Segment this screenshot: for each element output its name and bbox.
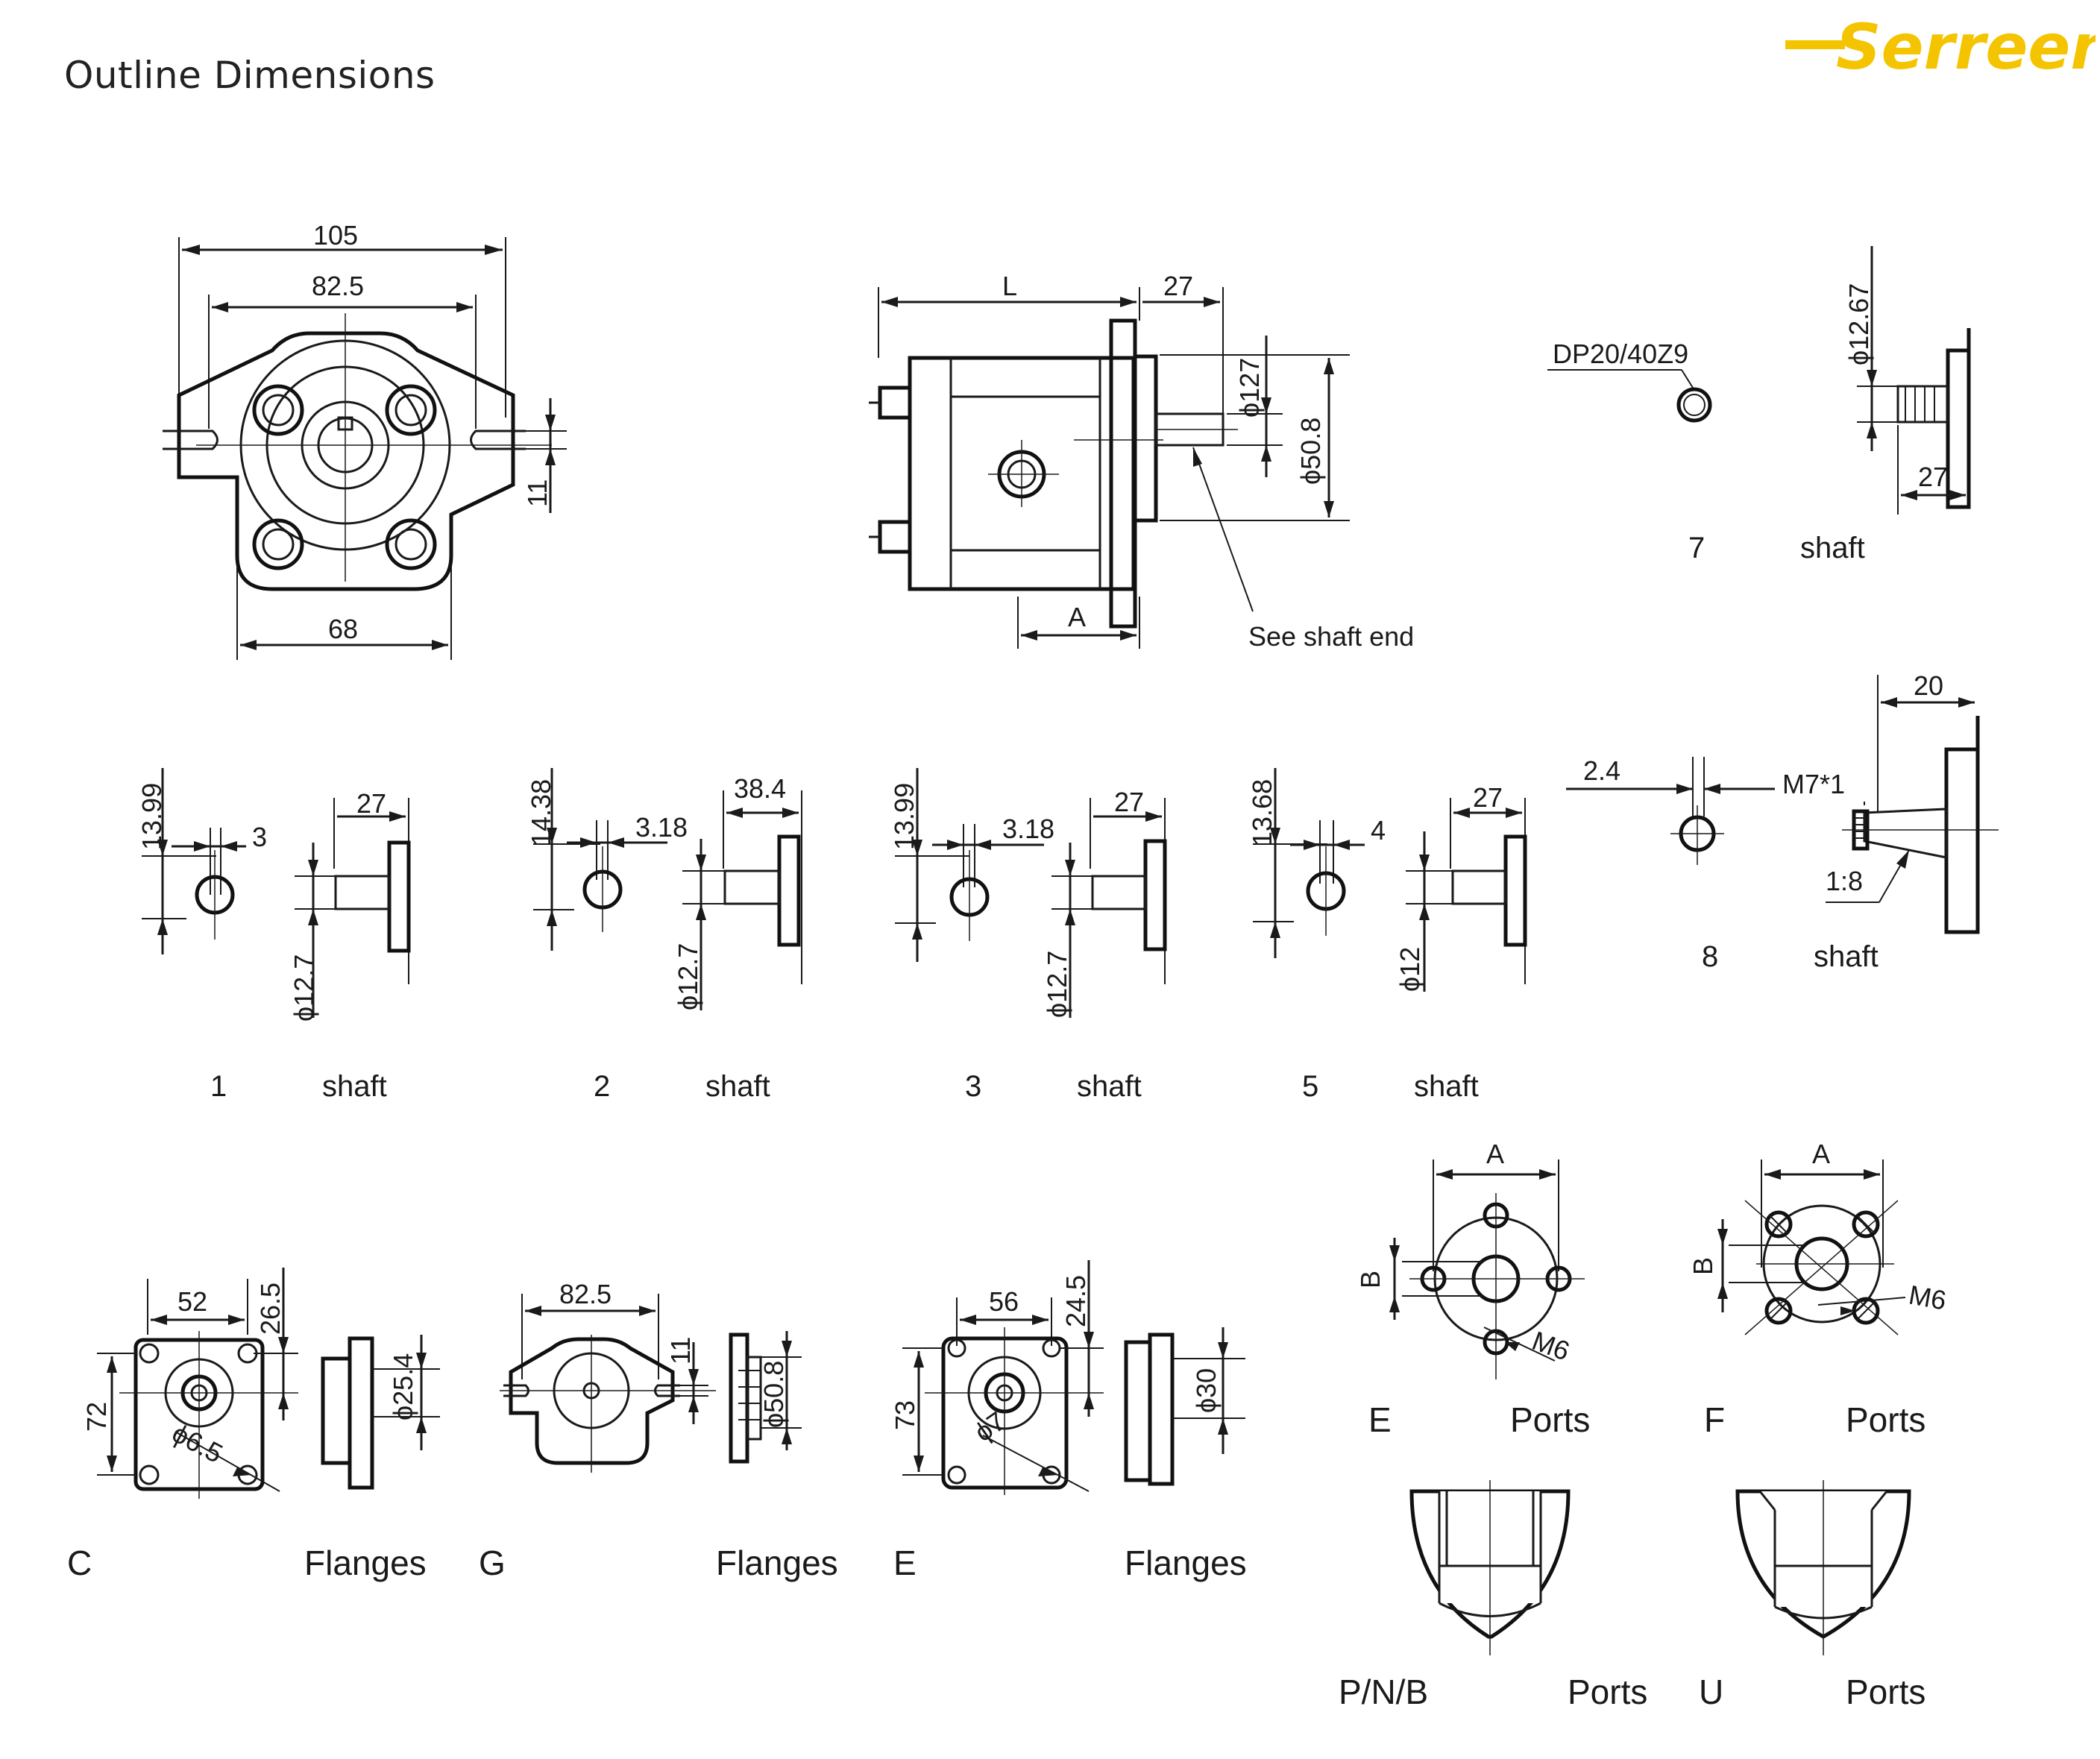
shaft-2-word: shaft xyxy=(705,1070,770,1103)
flange-g-code: G xyxy=(479,1544,506,1582)
page-title: Outline Dimensions xyxy=(64,54,436,97)
dim-pilot-diameter: ϕ25.4 xyxy=(388,1353,418,1420)
shaft-3-detail: 13.99 3.18 27 ϕ12.7 3 shaft xyxy=(889,768,1167,1103)
dim-key-width: 4 xyxy=(1371,815,1386,846)
port-f-code: F xyxy=(1704,1400,1725,1439)
svg-text:Serreen: Serreen xyxy=(1836,10,2096,82)
dim-port-spacing: A xyxy=(1486,1139,1504,1169)
flange-c-code: C xyxy=(67,1544,92,1582)
dim-pilot-diameter: ϕ50.8 xyxy=(1295,418,1326,485)
port-u-code: U xyxy=(1699,1673,1723,1711)
port-e-word: Ports xyxy=(1510,1400,1590,1439)
shaft-5-detail: 13.68 4 27 ϕ12 5 shaft xyxy=(1247,768,1527,1103)
dim-shaft-diameter: ϕ12.7 xyxy=(289,954,319,1022)
dim-center-offset: 24.5 xyxy=(1060,1275,1091,1327)
shaft-7-code: 7 xyxy=(1688,532,1705,564)
dim-taper-length: 20 xyxy=(1914,670,1943,701)
dim-port-offset: B xyxy=(1688,1257,1718,1275)
taper-ratio: 1:8 xyxy=(1826,866,1863,896)
dim-pilot-diameter: ϕ50.8 xyxy=(758,1361,789,1428)
flange-e-detail: 56 73 24.5 ϕ7 ϕ30 E Flanges xyxy=(890,1260,1247,1582)
brand-logo: Serreen xyxy=(1785,10,2096,82)
dim-key-width: 3 xyxy=(252,822,267,852)
shaft-8-detail: 2.4 M7*1 20 1:8 8 shaft xyxy=(1566,670,1999,973)
shaft-8-code: 8 xyxy=(1702,940,1718,973)
flange-e-code: E xyxy=(893,1544,917,1582)
dim-shaft-length: 27 xyxy=(356,788,386,819)
thread-size: M6 xyxy=(1528,1325,1574,1367)
flange-g-word: Flanges xyxy=(716,1544,838,1582)
dim-bolt-spacing: 82.5 xyxy=(559,1279,612,1309)
dim-port-spacing: A xyxy=(1812,1139,1830,1169)
dim-shaft-diameter: ϕ12 xyxy=(1395,947,1425,992)
dim-slot-height: 11 xyxy=(665,1337,696,1365)
port-pnb-section: P/N/B Ports xyxy=(1339,1480,1647,1711)
side-view: L 27 ϕ50.8 ϕ127 xyxy=(869,271,1414,652)
flange-g-detail: 82.5 11 ϕ50.8 G Flanges xyxy=(479,1279,838,1582)
dim-spline-length: 27 xyxy=(1918,462,1948,492)
port-pnb-word: Ports xyxy=(1568,1673,1647,1711)
dim-flange-height: 72 xyxy=(81,1402,112,1432)
dim-key-height: 13.99 xyxy=(136,783,167,850)
dim-bolt-spacing: 56 xyxy=(989,1286,1019,1317)
dim-key-width: 3.18 xyxy=(635,812,688,843)
spline-code-label: DP20/40Z9 xyxy=(1553,339,1688,369)
dim-lower-width: 68 xyxy=(328,614,358,644)
dim-length: L xyxy=(1002,271,1017,301)
flange-c-detail: 52 72 26.5 ϕ6.5 ϕ25.4 C Flanges xyxy=(67,1268,440,1582)
shaft-8-word: shaft xyxy=(1814,940,1879,973)
thread-spec: M7*1 xyxy=(1782,769,1845,799)
port-e-code: E xyxy=(1368,1400,1392,1439)
dim-spline-diameter: ϕ12.67 xyxy=(1843,283,1874,365)
dim-center-offset: 26.5 xyxy=(255,1283,286,1335)
dim-overall-width: 105 xyxy=(313,220,358,251)
dim-key-height: 13.68 xyxy=(1247,779,1277,846)
shaft-5-code: 5 xyxy=(1302,1070,1318,1103)
dim-slot-height: 11 xyxy=(522,479,553,507)
port-f-word: Ports xyxy=(1846,1400,1925,1439)
flange-e-word: Flanges xyxy=(1125,1544,1247,1582)
shaft-1-code: 1 xyxy=(210,1070,227,1103)
dim-shaft-length: 38.4 xyxy=(734,773,786,804)
see-shaft-end-note: See shaft end xyxy=(1248,621,1414,652)
dim-pilot-diameter: ϕ30 xyxy=(1191,1368,1222,1413)
shaft-7-word: shaft xyxy=(1800,532,1865,564)
front-view: 105 82.5 68 11 xyxy=(163,220,567,660)
port-pnb-code: P/N/B xyxy=(1339,1673,1428,1711)
port-u-word: Ports xyxy=(1846,1673,1925,1711)
shaft-5-word: shaft xyxy=(1414,1070,1479,1103)
dim-shaft-diameter: ϕ12.7 xyxy=(1042,951,1072,1018)
dim-shaft-length: 27 xyxy=(1163,271,1193,301)
dim-shaft-length: 27 xyxy=(1473,782,1503,813)
port-u-section: U Ports xyxy=(1699,1480,1925,1711)
flange-c-word: Flanges xyxy=(304,1544,427,1582)
dim-shaft-diameter: ϕ127 xyxy=(1234,358,1265,418)
port-f-detail: A B M6 F Ports xyxy=(1688,1139,1949,1439)
dim-bolt-hole: ϕ6.5 xyxy=(167,1417,227,1469)
shaft-7-detail: DP20/40Z9 ϕ12.67 27 7 shaft xyxy=(1547,246,1971,564)
shaft-2-code: 2 xyxy=(594,1070,610,1103)
shaft-1-detail: 13.99 3 27 ϕ12.7 1 shaft xyxy=(136,768,411,1103)
shaft-1-word: shaft xyxy=(322,1070,387,1103)
dim-port-position: A xyxy=(1068,602,1086,632)
dim-bolt-width: 82.5 xyxy=(312,271,364,301)
dim-key-height: 14.38 xyxy=(526,779,556,846)
dim-port-offset: B xyxy=(1355,1271,1386,1288)
dim-key-height: 13.99 xyxy=(889,783,919,850)
thread-size: M6 xyxy=(1907,1280,1949,1316)
shaft-3-word: shaft xyxy=(1077,1070,1142,1103)
shaft-2-detail: 14.38 3.18 38.4 ϕ12.7 2 shaft xyxy=(526,768,802,1103)
dim-key-width: 2.4 xyxy=(1583,755,1620,786)
dim-shaft-diameter: ϕ12.7 xyxy=(673,943,703,1010)
dim-flange-height: 73 xyxy=(890,1400,920,1430)
port-e-detail: A B M6 E Ports xyxy=(1355,1139,1590,1439)
dim-shaft-length: 27 xyxy=(1114,787,1144,817)
shaft-3-code: 3 xyxy=(965,1070,981,1103)
dim-key-width: 3.18 xyxy=(1002,814,1054,844)
dim-bolt-spacing: 52 xyxy=(177,1286,207,1317)
